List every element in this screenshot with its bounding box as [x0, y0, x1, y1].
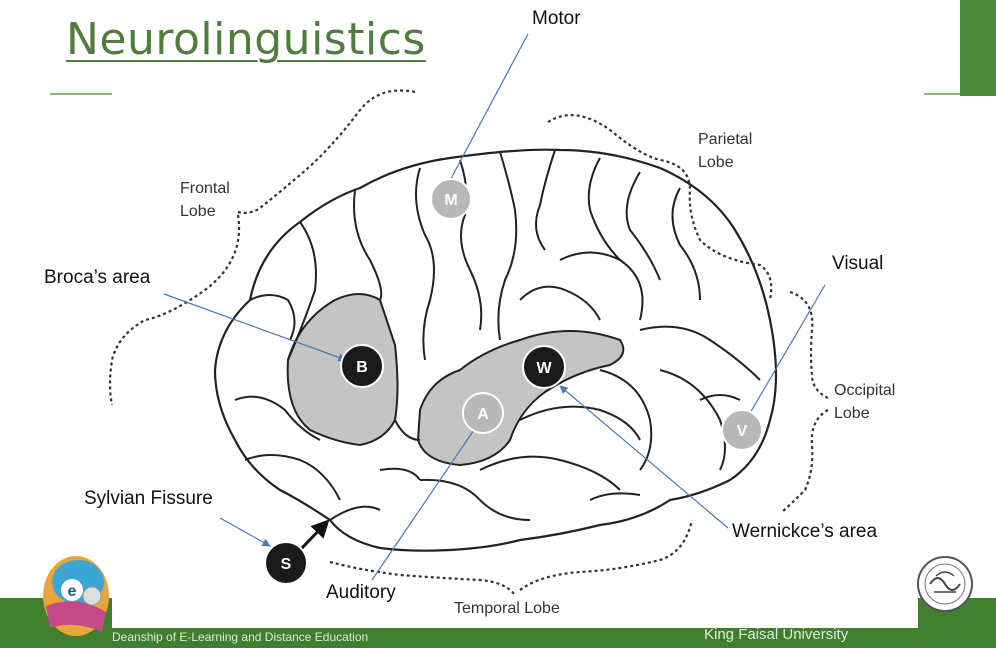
sylvian-fissure-label: Sylvian Fissure — [84, 488, 213, 510]
broca-label: Broca’s area — [44, 267, 150, 289]
marker-s-label: S — [281, 556, 292, 573]
marker-a-label: A — [477, 406, 489, 423]
parietal-lobe-line1: Parietal — [698, 128, 752, 151]
marker-sylvian: S — [265, 542, 307, 584]
frontal-lobe-label: Frontal Lobe — [180, 177, 230, 223]
frontal-lobe-line1: Frontal — [180, 177, 230, 200]
temporal-lobe-label: Temporal Lobe — [454, 597, 560, 620]
marker-b-label: B — [356, 359, 368, 376]
marker-m-label: M — [444, 192, 457, 209]
wernicke-label: Wernickce’s area — [732, 521, 877, 543]
marker-broca: B — [341, 345, 383, 387]
occipital-lobe-line1: Occipital — [834, 379, 895, 402]
parietal-lobe-label: Parietal Lobe — [698, 128, 752, 174]
marker-v-label: V — [737, 423, 748, 440]
marker-wernicke: W — [523, 346, 565, 388]
marker-auditory: A — [463, 393, 503, 433]
visual-label: Visual — [832, 253, 883, 275]
marker-visual: V — [722, 410, 762, 450]
marker-w-label: W — [536, 360, 552, 377]
marker-motor: M — [431, 179, 471, 219]
parietal-lobe-line2: Lobe — [698, 151, 752, 174]
auditory-label: Auditory — [326, 582, 396, 604]
occipital-lobe-label: Occipital Lobe — [834, 379, 895, 425]
occipital-lobe-line2: Lobe — [834, 402, 895, 425]
frontal-lobe-line2: Lobe — [180, 200, 230, 223]
motor-label: Motor — [532, 8, 581, 30]
